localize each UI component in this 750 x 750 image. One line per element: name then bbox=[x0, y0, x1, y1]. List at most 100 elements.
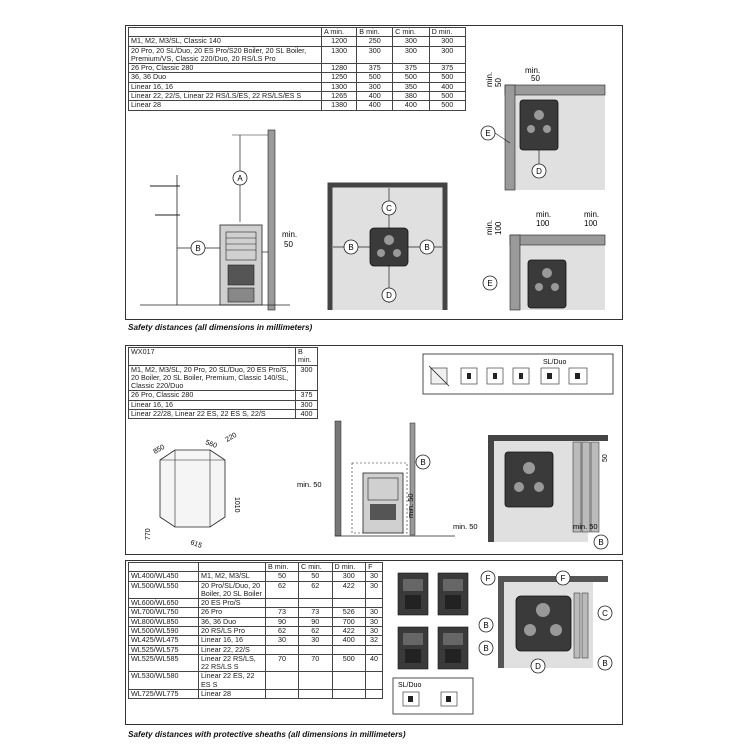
sl-duo-sheath-box: SL/Duo bbox=[392, 677, 474, 715]
table-cell bbox=[331, 644, 367, 655]
wx017-side-view: B min. 50 min. 50 bbox=[297, 420, 455, 537]
table-header: B min. bbox=[295, 347, 318, 366]
table-cell: 62 bbox=[298, 580, 333, 600]
dimension-label: min. 50 bbox=[573, 522, 598, 531]
dimension-label: min. bbox=[584, 210, 599, 219]
label-d: D bbox=[536, 167, 542, 176]
wx017-top-view: 50 min. 50 min. 50 B bbox=[453, 435, 609, 550]
table-cell: 73 bbox=[298, 607, 333, 618]
table-row: 36, 36 Duo 1250 500 500 500 bbox=[128, 72, 467, 83]
table-cell: 50 bbox=[265, 571, 299, 582]
table-cell: Linear 22 ES, 22 ES S bbox=[198, 671, 266, 690]
table-row: Linear 22/28, Linear 22 ES, 22 ES S, 22/… bbox=[128, 408, 318, 420]
table-cell: Linear 16, 16 bbox=[198, 635, 266, 646]
table-cell: WL400/WL450 bbox=[128, 571, 199, 582]
label-c: C bbox=[602, 609, 608, 618]
table-cell: 20 Pro, 20 SL/Duo, 20 ES Pro/S20 Boiler,… bbox=[128, 45, 322, 65]
label-b: B bbox=[483, 644, 488, 653]
table-cell: Linear 22 RS/LS, 22 RS/LS S bbox=[198, 653, 266, 673]
table-row: WL800/WL850 36, 36 Duo 90 90 700 30 bbox=[128, 616, 383, 627]
table-row: WL530/WL580 Linear 22 ES, 22 ES S bbox=[128, 671, 383, 690]
table-row: Linear 28 1380 400 400 500 bbox=[128, 100, 467, 111]
table-cell bbox=[265, 644, 299, 655]
dimension-value: 50 bbox=[494, 78, 503, 87]
section2-frame bbox=[125, 345, 623, 555]
table-cell bbox=[365, 671, 383, 690]
dimension-label: min. 50 bbox=[406, 493, 415, 518]
label-d: D bbox=[386, 291, 392, 300]
dimension-label: min. bbox=[525, 66, 540, 75]
table-cell: 1250 bbox=[320, 72, 358, 83]
dimension-label: min. 50 bbox=[453, 522, 478, 531]
table-cell: 300 bbox=[295, 364, 318, 392]
table-row: WL425/WL475 Linear 16, 16 30 30 400 32 bbox=[128, 635, 383, 646]
dimension-label: 1010 bbox=[233, 497, 240, 513]
table-row: WL700/WL750 26 Pro 73 73 526 30 bbox=[128, 607, 383, 618]
table-header: WX017 bbox=[128, 347, 296, 366]
table-cell: Linear 22/28, Linear 22 ES, 22 ES S, 22/… bbox=[128, 408, 296, 420]
dimension-value: 50 bbox=[284, 240, 293, 249]
section1-frame bbox=[125, 25, 623, 320]
table-cell: 20 Pro/SL/Duo, 20 Boiler, 20 SL Boiler bbox=[198, 580, 266, 600]
table-cell: WL530/WL580 bbox=[128, 671, 199, 690]
table-cell: 300 bbox=[428, 36, 467, 47]
table-cell: 30 bbox=[298, 635, 333, 646]
table-row: M1, M2, M3/SL, 20 Pro, 20 SL/Duo, 20 ES … bbox=[128, 364, 318, 392]
section3-caption: Safety distances with protective sheaths… bbox=[128, 730, 406, 739]
side-view-diagram: A B min. 50 bbox=[140, 129, 297, 311]
dimension-value: 50 bbox=[602, 454, 609, 462]
table-cell: 26 Pro, Classic 280 bbox=[128, 390, 296, 401]
table-cell: 26 Pro bbox=[198, 607, 266, 618]
table-cell: 422 bbox=[331, 580, 367, 600]
dimension-value: 50 bbox=[531, 74, 540, 83]
dimension-value: 100 bbox=[494, 221, 503, 235]
table-row: WL525/WL575 Linear 22, 22/S bbox=[128, 644, 383, 655]
label-b: B bbox=[348, 243, 353, 252]
table-cell: 500 bbox=[392, 72, 430, 83]
stove-image bbox=[437, 626, 469, 670]
table-row: WL600/WL650 20 ES Pro/S bbox=[128, 598, 383, 609]
stove-image bbox=[397, 626, 429, 670]
table-cell bbox=[298, 644, 333, 655]
table-cell: 62 bbox=[265, 580, 299, 600]
label-b: B bbox=[483, 621, 488, 630]
table-cell: 500 bbox=[428, 100, 467, 111]
dimension-label: 615 bbox=[189, 539, 202, 550]
dimension-label: 770 bbox=[145, 528, 152, 540]
table-cell: WL525/WL585 bbox=[128, 653, 199, 673]
dimension-label: min. bbox=[536, 210, 551, 219]
label-e: E bbox=[485, 129, 490, 138]
table-cell: WL500/WL550 bbox=[128, 580, 199, 600]
label-b: B bbox=[602, 659, 607, 668]
corner-view-diagram: D E min. 50 min. 50 bbox=[480, 66, 606, 191]
dimension-value: 100 bbox=[584, 219, 598, 228]
label-d: D bbox=[535, 662, 541, 671]
table-cell: 30 bbox=[365, 580, 383, 600]
table-cell: WL725/WL775 bbox=[128, 688, 199, 700]
table-cell: 1300 bbox=[320, 45, 358, 65]
table-cell: Linear 28 bbox=[128, 100, 322, 111]
table-cell bbox=[365, 688, 383, 700]
table-cell: 40 bbox=[365, 653, 383, 673]
dimension-label: 560 bbox=[204, 439, 217, 450]
stove-top-icon bbox=[369, 227, 409, 267]
table-row: M1, M2, M3/SL, Classic 140 1200 250 300 … bbox=[128, 36, 467, 47]
sheathed-stove-images bbox=[397, 572, 469, 670]
label-c: C bbox=[386, 204, 392, 213]
dimension-label: min. bbox=[282, 230, 297, 239]
sl-duo-label: SL/Duo bbox=[543, 359, 566, 366]
table-cell: 1200 bbox=[320, 36, 358, 47]
top-view-diagram: C B B D bbox=[327, 182, 448, 310]
dimension-label: 850 bbox=[153, 444, 167, 456]
table-cell: 50 bbox=[298, 571, 333, 582]
table-cell: WL425/WL475 bbox=[128, 635, 199, 646]
table-cell: M1, M2, M3/SL, Classic 140 bbox=[128, 36, 322, 47]
table-cell: Linear 22, 22/S bbox=[198, 644, 266, 655]
table-cell: 300 bbox=[392, 36, 430, 47]
table-cell bbox=[265, 671, 299, 690]
label-f: F bbox=[486, 574, 491, 583]
sl-duo-label: SL/Duo bbox=[398, 682, 421, 689]
table-cell: 500 bbox=[331, 653, 367, 673]
dimension-label: min. bbox=[485, 72, 494, 87]
wl-sheath-table: B min. C min. D min. F WL400/WL450 M1, M… bbox=[128, 561, 383, 700]
